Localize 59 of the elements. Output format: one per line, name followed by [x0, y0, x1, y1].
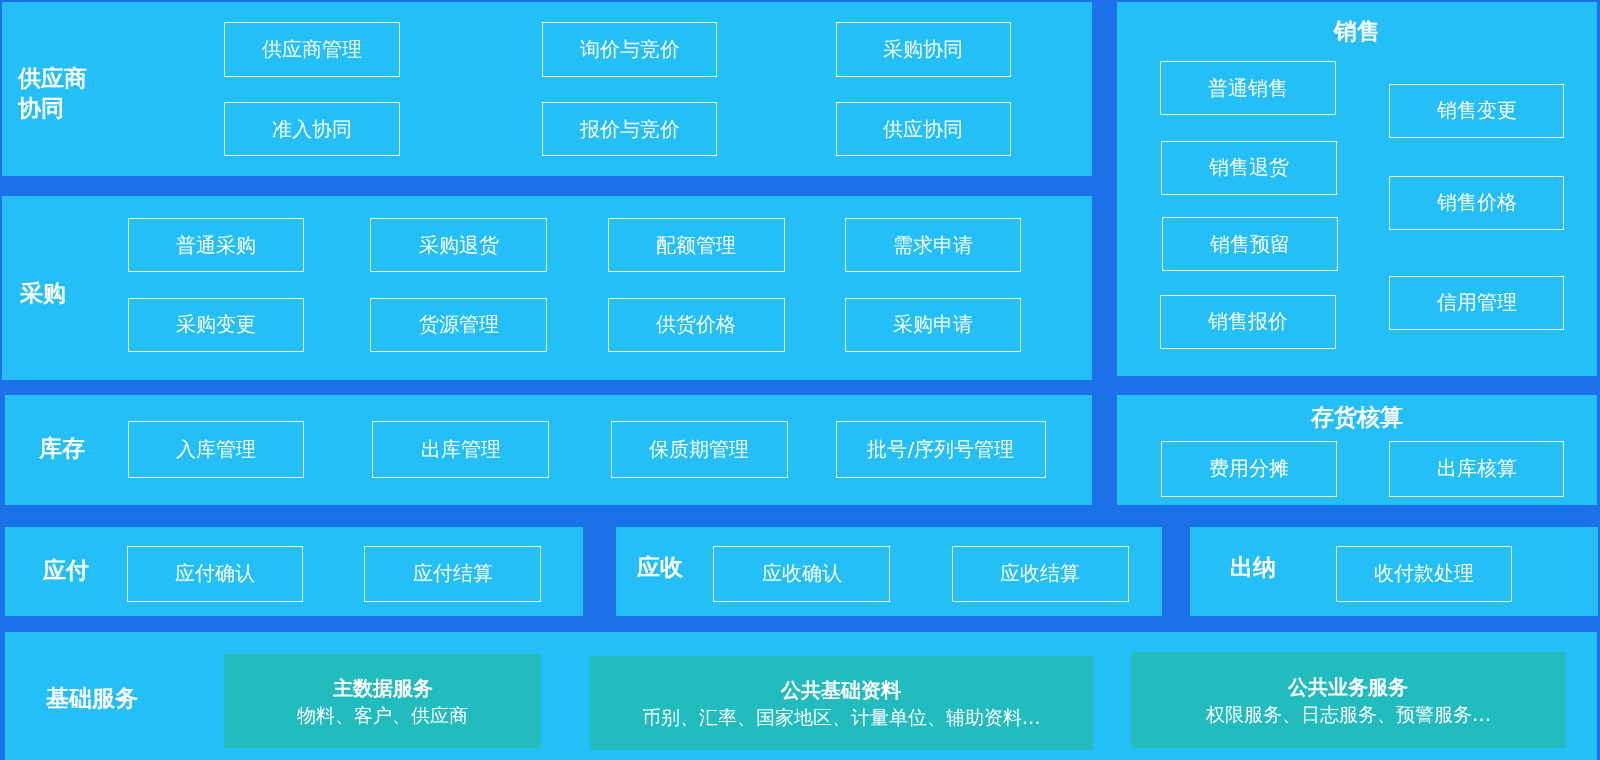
service-title: 公共基础资料 [781, 677, 902, 705]
service-description: 权限服务、日志服务、预警服务… [1205, 702, 1491, 727]
module-panel [1189, 526, 1598, 617]
module-panel [5, 526, 583, 617]
function-box: 销售退货 [1161, 140, 1337, 195]
function-box: 普通采购 [127, 218, 305, 273]
function-box: 入库管理 [127, 421, 305, 478]
function-box: 应付确认 [126, 545, 304, 602]
service-title: 主数据服务 [332, 675, 433, 702]
function-box: 供应商管理 [224, 22, 400, 77]
function-box: 供应协同 [835, 102, 1012, 157]
module-panel [5, 631, 1597, 760]
module-panel [2, 195, 1092, 380]
function-box: 费用分摊 [1161, 440, 1337, 497]
module-heading: 供应商协同 [18, 64, 89, 124]
module-panel [2, 2, 1092, 176]
function-box: 收付款处理 [1335, 545, 1513, 602]
service-card [589, 656, 1093, 750]
function-box: 应收确认 [713, 545, 890, 602]
function-box: 采购变更 [127, 297, 305, 352]
function-box: 需求申请 [844, 218, 1022, 273]
function-box: 配额管理 [608, 218, 785, 273]
module-heading: 采购 [20, 278, 67, 308]
service-title: 公共业务服务 [1288, 674, 1409, 701]
function-box: 销售变更 [1388, 83, 1565, 138]
module-heading: 出纳 [1229, 553, 1276, 582]
module-heading: 应付 [42, 556, 89, 586]
function-box: 信用管理 [1388, 275, 1565, 330]
function-box: 销售预留 [1162, 217, 1338, 272]
service-description: 币别、汇率、国家地区、计量单位、辅助资料… [641, 705, 1041, 731]
module-heading: 存货核算 [1309, 403, 1405, 433]
function-box: 货源管理 [370, 297, 547, 352]
module-panel [1117, 394, 1597, 506]
service-description: 物料、客户、供应商 [297, 703, 469, 728]
module-heading: 应收 [636, 553, 683, 582]
function-box: 采购退货 [370, 218, 547, 273]
function-box: 应付结算 [364, 545, 541, 602]
module-heading: 库存 [38, 433, 85, 463]
function-box: 采购申请 [844, 297, 1022, 352]
module-panel [616, 526, 1163, 617]
module-panel [1117, 2, 1597, 376]
function-box: 批号/序列号管理 [835, 421, 1046, 478]
module-heading: 销售 [1332, 17, 1382, 47]
function-box: 普通销售 [1160, 61, 1336, 116]
function-box: 报价与竞价 [541, 102, 718, 157]
function-box: 销售价格 [1388, 175, 1565, 230]
function-box: 供货价格 [608, 297, 785, 352]
module-panel [5, 394, 1092, 506]
function-box: 保质期管理 [611, 421, 788, 478]
service-card [1130, 652, 1567, 748]
function-box: 采购协同 [835, 22, 1012, 77]
function-box: 准入协同 [224, 102, 400, 157]
function-box: 询价与竞价 [541, 22, 718, 77]
service-card [224, 654, 541, 748]
function-box: 应收结算 [952, 545, 1129, 602]
module-heading: 基础服务 [45, 683, 138, 713]
function-box: 出库管理 [372, 421, 549, 478]
function-box: 销售报价 [1160, 294, 1336, 349]
function-box: 出库核算 [1388, 440, 1565, 497]
